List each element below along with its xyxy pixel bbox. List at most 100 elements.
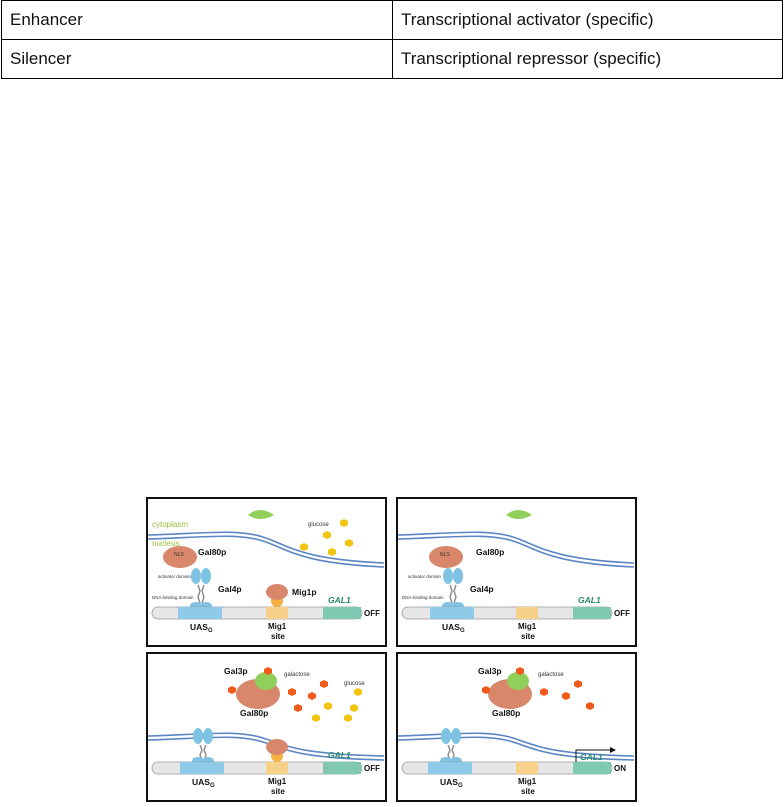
- mig1p-protein-top: [266, 584, 288, 600]
- mig1-site-region: [266, 762, 288, 774]
- gal4p-activator: [451, 728, 461, 744]
- glucose-label: glucose: [308, 522, 329, 528]
- glucose-molecule: [340, 519, 348, 527]
- galactose-molecule: [264, 667, 272, 675]
- gal3p-protein: [255, 672, 277, 690]
- galactose-molecule: [320, 680, 328, 688]
- nls-label: NLS: [174, 552, 184, 558]
- gal3-cytoplasmic-icon: [506, 510, 532, 519]
- nuclear-membrane-outer: [148, 531, 384, 564]
- glucose-molecule: [324, 702, 332, 710]
- galactose-molecule: [288, 688, 296, 696]
- nls-label: NLS: [440, 552, 450, 558]
- uas-region: [180, 762, 224, 774]
- gal3p-label: Gal3p: [478, 666, 502, 676]
- galactose-label: galactose: [284, 672, 310, 678]
- glucose-label: glucose: [344, 681, 365, 687]
- glucose-molecule: [345, 539, 353, 547]
- gal4p-activator: [201, 568, 211, 584]
- galactose-molecule: [228, 686, 236, 694]
- gal1-label: GAL1: [328, 595, 351, 605]
- mig1-site-label-line1: Mig1: [518, 777, 537, 786]
- mig1-site-label-line2: site: [271, 787, 285, 796]
- galactose-label: galactose: [538, 672, 564, 678]
- panel-no-sugar: NLS Gal80p activator domain Gal4p DNA-bi…: [396, 497, 637, 647]
- nuclear-membrane-inner: [148, 535, 384, 568]
- uas-region: [178, 607, 222, 619]
- gal4p-label: Gal4p: [218, 584, 242, 594]
- state-label: OFF: [364, 609, 380, 618]
- nuclear-membrane-inner: [398, 535, 634, 568]
- galactose-molecule: [308, 692, 316, 700]
- galactose-molecule: [516, 667, 524, 675]
- activator-domain-label: activator domain: [408, 574, 442, 579]
- uas-label: UASG: [440, 777, 463, 789]
- gal1-gene-region: [323, 607, 361, 619]
- regulatory-elements-table: Enhancer Transcriptional activator (spec…: [1, 0, 783, 79]
- state-label: OFF: [364, 764, 380, 773]
- gal4p-activator: [443, 568, 453, 584]
- table-row: Silencer Transcriptional repressor (spec…: [1, 39, 783, 79]
- state-label: ON: [614, 764, 626, 773]
- uas-region: [430, 607, 474, 619]
- dna-binding-label: DNA-binding domain: [152, 595, 194, 600]
- element-cell: Silencer: [1, 39, 393, 79]
- mig1-site-label-line1: Mig1: [268, 777, 287, 786]
- panel-galactose-only: Gal3p Gal80p galactose GAL1 ON UASG Mig1: [396, 652, 637, 802]
- gal4p-linker: [449, 584, 457, 604]
- gal4p-linker: [199, 744, 207, 761]
- transcription-start-arrow: [575, 749, 610, 762]
- galactose-molecule: [586, 702, 594, 710]
- glucose-molecule: [350, 704, 358, 712]
- mig1-site-label-line1: Mig1: [268, 622, 287, 631]
- mig1-site-label-line2: site: [271, 632, 285, 641]
- mig1-site-region: [266, 607, 288, 619]
- uas-label: UASG: [192, 777, 215, 789]
- state-label: OFF: [614, 609, 630, 618]
- gal4p-activator: [453, 568, 463, 584]
- gal4p-activator: [203, 728, 213, 744]
- arrow-head-icon: [610, 747, 616, 753]
- element-cell: Enhancer: [1, 0, 393, 40]
- activator-domain-label: activator domain: [158, 574, 192, 579]
- uas-label: UASG: [190, 622, 213, 634]
- glucose-molecule: [312, 714, 320, 722]
- gal1-gene-region: [573, 762, 611, 774]
- gal4p-linker: [197, 584, 205, 604]
- gal3-cytoplasmic-icon: [248, 510, 274, 519]
- galactose-molecule: [574, 680, 582, 688]
- gal4p-activator: [191, 568, 201, 584]
- uas-region: [428, 762, 472, 774]
- glucose-molecule: [344, 714, 352, 722]
- glucose-molecule: [300, 543, 308, 551]
- gal1-label: GAL1: [580, 752, 603, 762]
- gal1-regulation-figure: cytoplasm nucleus glucose NLS Gal80p act…: [146, 497, 642, 805]
- gal4p-activator: [441, 728, 451, 744]
- glucose-molecule: [354, 688, 362, 696]
- gal3p-label: Gal3p: [224, 666, 248, 676]
- uas-label: UASG: [442, 622, 465, 634]
- gal80p-protein: [163, 546, 197, 568]
- mig1-site-label-line2: site: [521, 787, 535, 796]
- mig1-site-label-line1: Mig1: [518, 622, 537, 631]
- gal4p-label: Gal4p: [470, 584, 494, 594]
- function-cell: Transcriptional activator (specific): [392, 0, 783, 40]
- table-row: Enhancer Transcriptional activator (spec…: [1, 0, 783, 40]
- nuclear-membrane-outer: [398, 531, 634, 564]
- gal80p-label: Gal80p: [240, 708, 268, 718]
- function-cell: Transcriptional repressor (specific): [392, 39, 783, 79]
- gal3p-protein: [507, 672, 529, 690]
- gal4p-linker: [447, 744, 455, 761]
- nucleus-label: nucleus: [152, 539, 180, 548]
- gal4p-activator: [193, 728, 203, 744]
- gal1-label: GAL1: [578, 595, 601, 605]
- panel-glucose: cytoplasm nucleus glucose NLS Gal80p act…: [146, 497, 387, 647]
- mig1p-label: Mig1p: [292, 587, 317, 597]
- mig1p-protein-top: [266, 739, 288, 755]
- gal1-label: GAL1: [328, 750, 351, 760]
- glucose-molecule: [328, 548, 336, 556]
- gal80p-protein: [429, 546, 463, 568]
- galactose-molecule: [540, 688, 548, 696]
- gal80p-label: Gal80p: [476, 547, 504, 557]
- galactose-molecule: [562, 692, 570, 700]
